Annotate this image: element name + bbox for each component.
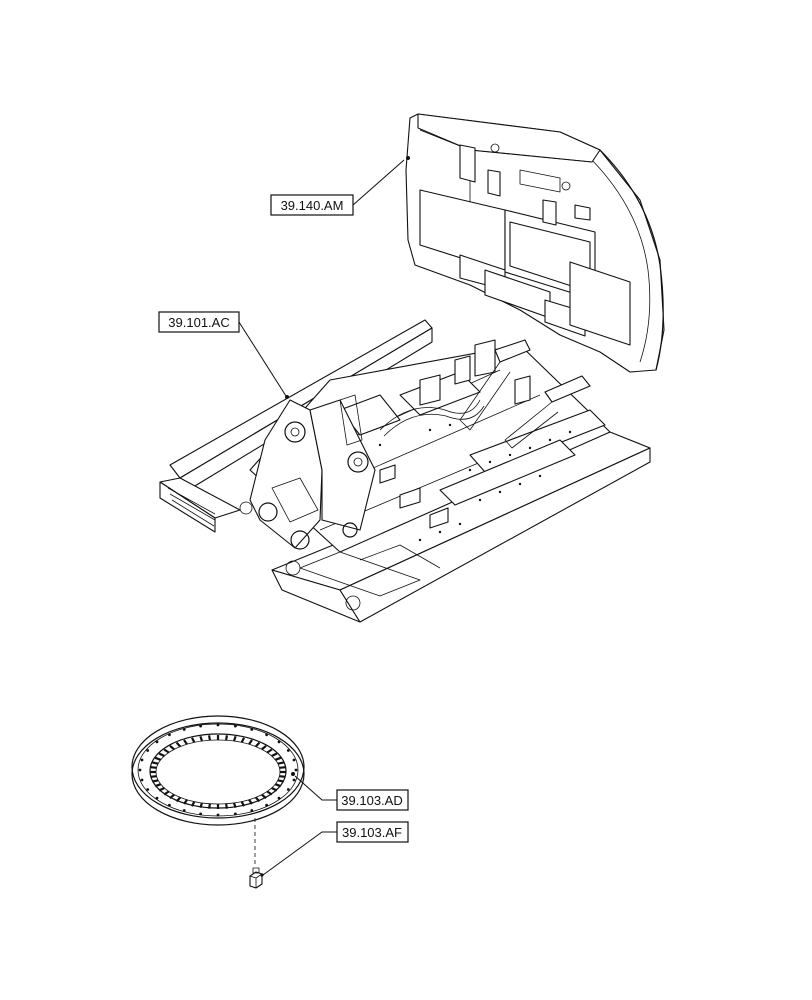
ring-tooth bbox=[232, 735, 237, 742]
ring-bolt-hole bbox=[292, 758, 296, 762]
slewing-ring-drawing[interactable] bbox=[131, 715, 305, 826]
ring-tooth bbox=[254, 796, 261, 803]
ring-bolt-hole bbox=[292, 778, 296, 782]
ring-bolt-hole bbox=[140, 778, 144, 782]
ring-bolt-hole bbox=[168, 803, 171, 807]
ring-tooth bbox=[271, 787, 278, 792]
ring-tooth bbox=[150, 766, 157, 769]
ring-tooth bbox=[277, 779, 284, 783]
ring-tooth bbox=[175, 796, 182, 803]
ring-teeth bbox=[150, 735, 286, 809]
ring-bolt-hole bbox=[250, 809, 254, 812]
ring-tooth bbox=[154, 783, 162, 788]
ring-tooth bbox=[232, 802, 237, 809]
callout-bolt[interactable]: 39.103.AF bbox=[262, 821, 409, 876]
ring-tooth bbox=[240, 737, 245, 743]
ring-tooth bbox=[266, 748, 273, 754]
ring-tooth bbox=[152, 761, 159, 765]
ring-bolt-holes bbox=[138, 723, 298, 817]
ring-tooth bbox=[248, 739, 253, 745]
ring-tooth bbox=[169, 793, 175, 800]
ring-bolt-hole bbox=[286, 788, 290, 791]
upper-frame-drawing[interactable] bbox=[159, 319, 651, 623]
ring-tooth bbox=[261, 793, 267, 800]
ring-tooth bbox=[240, 801, 245, 807]
ring-bolt-hole bbox=[155, 740, 159, 744]
ring-tooth bbox=[208, 803, 211, 809]
ring-tooth bbox=[274, 783, 282, 788]
ring-bolt-hole bbox=[216, 723, 220, 727]
ring-tooth bbox=[208, 735, 211, 741]
ring-bolt-hole bbox=[277, 740, 281, 744]
ring-tooth bbox=[279, 775, 286, 778]
ring-bolt-hole bbox=[250, 728, 254, 731]
ring-bolt-hole bbox=[216, 813, 220, 817]
ring-bolt-hole bbox=[234, 724, 237, 728]
callout-bolt-label: 39.103.AF bbox=[342, 825, 402, 840]
callout-slewing-ring[interactable]: 39.103.AD bbox=[294, 775, 409, 811]
ring-bolt-hole bbox=[182, 728, 186, 731]
frame-rivets bbox=[378, 423, 572, 542]
counterweight-drawing[interactable] bbox=[405, 113, 665, 373]
ring-bolt-hole bbox=[140, 758, 144, 762]
ring-tooth bbox=[154, 756, 162, 761]
callout-counterweight[interactable]: 39.140.AM bbox=[270, 159, 405, 216]
ring-tooth bbox=[163, 790, 170, 796]
ring-tooth bbox=[158, 787, 165, 792]
callout-counterweight-label: 39.140.AM bbox=[281, 198, 344, 213]
ring-tooth bbox=[261, 744, 267, 751]
ring-bolt-hole bbox=[146, 788, 150, 791]
ring-tooth bbox=[158, 752, 165, 757]
ring-tooth bbox=[163, 748, 170, 754]
ring-tooth bbox=[254, 741, 261, 748]
ring-tooth bbox=[248, 799, 253, 805]
ring-bolt-hole bbox=[182, 809, 186, 812]
ring-bolt-hole bbox=[265, 803, 268, 807]
ring-tooth bbox=[225, 803, 228, 809]
ring-bolt-hole bbox=[146, 749, 150, 752]
ring-tooth bbox=[175, 741, 182, 748]
ring-tooth bbox=[199, 802, 204, 809]
ring-tooth bbox=[279, 766, 286, 769]
ring-tooth bbox=[271, 752, 278, 757]
ring-bolt-hole bbox=[286, 749, 290, 752]
ring-tooth bbox=[183, 739, 188, 745]
ring-bolt-hole bbox=[277, 796, 281, 800]
ring-tooth bbox=[191, 737, 196, 743]
callout-slewing-ring-label: 39.103.AD bbox=[341, 793, 402, 808]
ring-tooth bbox=[199, 735, 204, 742]
ring-bolt-hole bbox=[265, 733, 268, 737]
bolt-drawing[interactable] bbox=[249, 818, 264, 889]
ring-tooth bbox=[169, 744, 175, 751]
ring-bolt-hole bbox=[138, 768, 142, 772]
ring-tooth bbox=[274, 756, 282, 761]
ring-bolt-hole bbox=[294, 768, 298, 772]
ring-bolt-hole bbox=[234, 812, 237, 816]
ring-tooth bbox=[183, 799, 188, 805]
ring-bolt-hole bbox=[199, 812, 203, 816]
ring-tooth bbox=[150, 775, 157, 778]
ring-bolt-hole bbox=[168, 733, 171, 737]
ring-tooth bbox=[277, 761, 284, 765]
ring-tooth bbox=[191, 801, 196, 807]
ring-bolt-hole bbox=[155, 796, 159, 800]
ring-tooth bbox=[266, 790, 273, 796]
ring-tooth bbox=[152, 779, 159, 783]
ring-tooth bbox=[225, 735, 228, 741]
callout-upper-frame[interactable]: 39.101.AC bbox=[158, 311, 287, 397]
ring-bolt-hole bbox=[199, 724, 203, 728]
callout-upper-frame-label: 39.101.AC bbox=[168, 315, 229, 330]
